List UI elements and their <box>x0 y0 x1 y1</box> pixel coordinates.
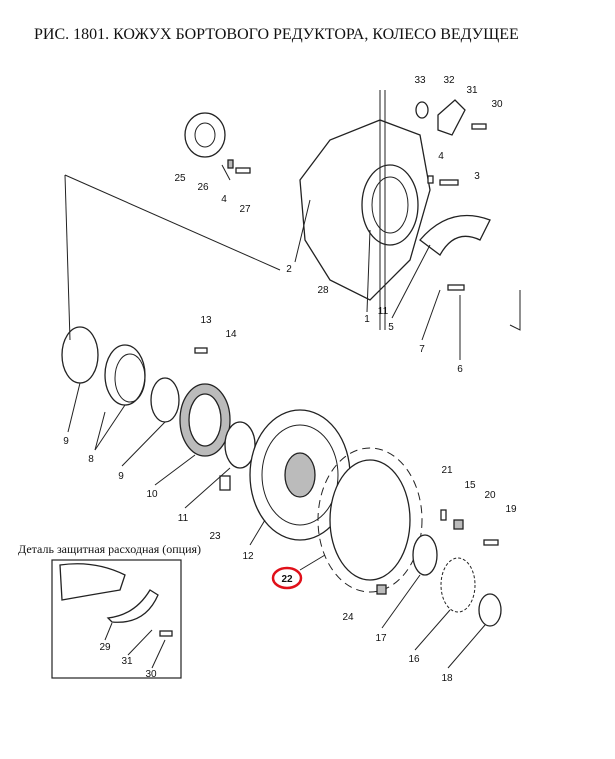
final-drive-housing <box>299 90 431 330</box>
callout-labels: 33 32 31 30 25 26 4 27 4 3 2 28 1 11 5 7… <box>63 75 517 684</box>
callout-6: 6 <box>457 364 463 375</box>
callout-25: 25 <box>174 173 186 184</box>
callout-17: 17 <box>375 633 387 644</box>
callout-11b: 11 <box>178 513 189 524</box>
sprocket-22 <box>317 447 423 593</box>
callout-33: 33 <box>414 75 426 86</box>
cover-25 <box>184 112 251 174</box>
callout-28: 28 <box>317 285 329 296</box>
callout-32: 32 <box>443 75 455 86</box>
callout-3: 3 <box>474 171 480 182</box>
callout-9b: 9 <box>118 471 124 482</box>
callout-18: 18 <box>441 673 453 684</box>
callout-26: 26 <box>197 182 209 193</box>
callout-1: 1 <box>364 314 370 325</box>
callout-30: 30 <box>491 99 503 110</box>
cover-32 <box>415 99 487 186</box>
nut-16 <box>440 557 476 613</box>
inset-callout-31: 31 <box>121 656 133 667</box>
callout-20: 20 <box>484 490 496 501</box>
callout-12: 12 <box>242 551 254 562</box>
callout-16: 16 <box>408 654 420 665</box>
inset-callout-29: 29 <box>99 642 111 653</box>
leader-lines <box>67 164 486 669</box>
callout-19: 19 <box>505 504 517 515</box>
highlight-circle <box>271 566 303 590</box>
ring-18 <box>478 593 502 627</box>
inset-optional-guard: Деталь защитная расходная (опция) 29 31 … <box>18 542 201 680</box>
callout-7: 7 <box>419 344 425 355</box>
callout-8: 8 <box>88 454 94 465</box>
callout-24: 24 <box>342 612 354 623</box>
callout-13: 13 <box>200 315 212 326</box>
seal-rings <box>61 326 256 491</box>
callout-23: 23 <box>209 531 221 542</box>
callout-11: 11 <box>378 306 389 317</box>
inset-callout-30: 30 <box>145 669 157 680</box>
callout-4b: 4 <box>438 151 444 162</box>
callout-14: 14 <box>225 329 237 340</box>
ring-17 <box>412 534 438 576</box>
callout-2: 2 <box>286 264 292 275</box>
callout-10: 10 <box>146 489 158 500</box>
callout-21: 21 <box>441 465 453 476</box>
callout-15: 15 <box>464 480 476 491</box>
figure-title: РИС. 1801. КОЖУХ БОРТОВОГО РЕДУКТОРА, КО… <box>34 26 519 43</box>
hub-12 <box>249 409 351 541</box>
callout-4: 4 <box>221 194 227 205</box>
callout-9: 9 <box>63 436 69 447</box>
inset-caption: Деталь защитная расходная (опция) <box>18 542 201 556</box>
callout-31: 31 <box>466 85 478 96</box>
guard-5 <box>419 214 491 256</box>
callout-5: 5 <box>388 322 394 333</box>
callout-22[interactable]: 22 <box>281 574 293 585</box>
nut-24 <box>376 584 387 595</box>
bolt-6 <box>447 284 465 291</box>
callout-27: 27 <box>239 204 251 215</box>
